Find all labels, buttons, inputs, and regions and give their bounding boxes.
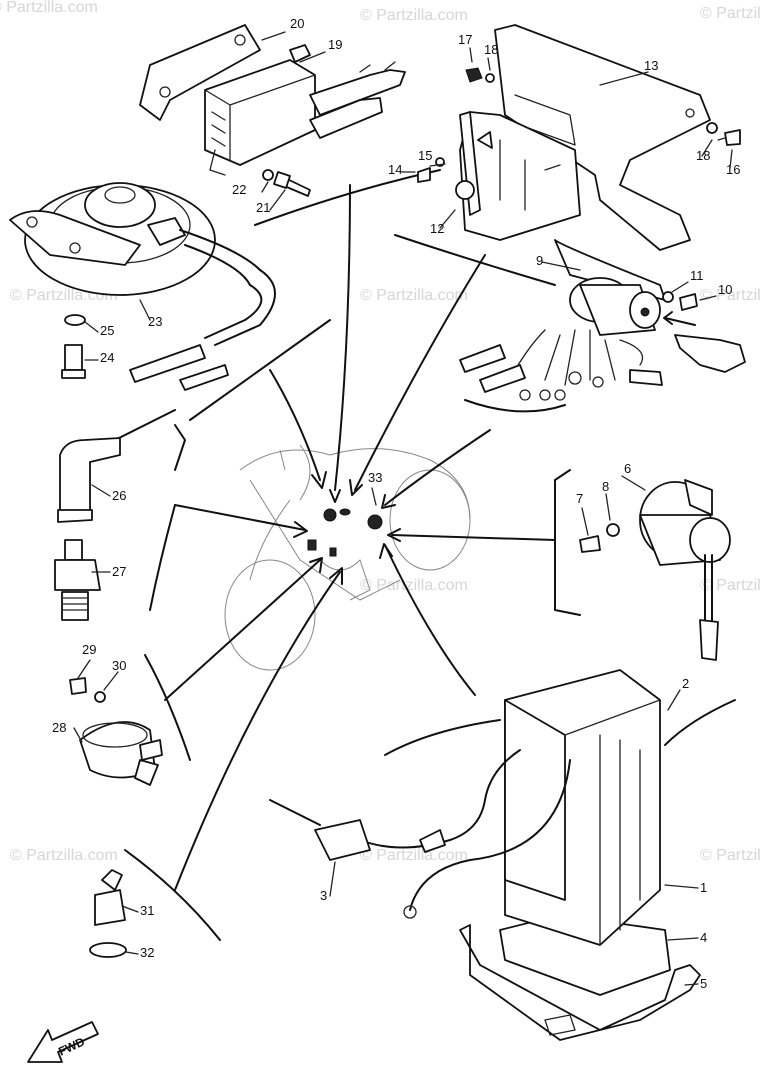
callout-19: 19: [328, 37, 342, 52]
callout-12: 12: [430, 221, 444, 236]
callout-7: 7: [576, 491, 583, 506]
neutral-switch-27: [54, 539, 101, 621]
callout-1: 1: [700, 880, 707, 895]
callout-22: 22: [232, 182, 246, 197]
flasher-relay-28: [79, 721, 163, 786]
battery-assembly: [269, 669, 736, 1041]
callout-27: 27: [112, 564, 126, 579]
watermark: © Partzilla.com: [0, 0, 98, 16]
washer-25: [64, 314, 86, 326]
watermark: © Partzilla.com: [10, 847, 118, 864]
relay-6: [639, 479, 731, 661]
callout-13: 13: [644, 58, 658, 73]
callout-16: 16: [726, 162, 740, 177]
callout-11: 11: [690, 268, 704, 283]
plug-cap-26: [57, 409, 176, 523]
washer-8: [606, 523, 620, 537]
coil-bolt-21: [273, 171, 311, 197]
callout-29: 29: [82, 642, 96, 657]
washer-18-top: [485, 73, 495, 83]
callout-28: 28: [52, 720, 66, 735]
callout-32: 32: [140, 945, 154, 960]
callout-26: 26: [112, 488, 126, 503]
callout-24: 24: [100, 350, 114, 365]
watermark: © Partzilla.com: [700, 5, 760, 22]
callout-9: 9: [536, 253, 543, 268]
bolt-16: [717, 129, 741, 146]
watermark: © Partzilla.com: [360, 577, 468, 594]
screw-29: [69, 677, 87, 695]
ignition-coil-assembly: [139, 24, 406, 176]
callout-6: 6: [624, 461, 631, 476]
leader-lines: [164, 184, 556, 891]
callout-14: 14: [388, 162, 402, 177]
washer-30: [94, 691, 106, 703]
callout-33: 33: [368, 470, 382, 485]
callout-8: 8: [602, 479, 609, 494]
nut-17: [465, 67, 483, 83]
callout-31: 31: [140, 903, 154, 918]
screw-14: [417, 167, 431, 183]
watermark: © Partzilla.com: [360, 287, 468, 304]
watermark: © Partzilla.com: [700, 287, 760, 304]
washer-11: [662, 291, 674, 303]
watermark: © Partzilla.com: [360, 7, 468, 24]
switch-31: [94, 869, 126, 926]
callout-17: 17: [458, 32, 472, 47]
washer-22: [262, 169, 274, 181]
callout-18-right: 18: [696, 148, 710, 163]
callout-2: 2: [682, 676, 689, 691]
bracket-assembly-13: [455, 24, 711, 251]
forward-direction-indicator: FWD: [27, 1021, 99, 1063]
main-switch-9: [459, 239, 746, 401]
callout-23: 23: [148, 314, 162, 329]
screw-10: [679, 293, 698, 311]
callout-10: 10: [718, 282, 732, 297]
watermark: © Partzilla.com: [700, 577, 760, 594]
horn-23: [9, 182, 276, 391]
callout-15: 15: [418, 148, 432, 163]
screw-10-arrow: [663, 311, 696, 326]
watermark-layer: © Partzilla.com © Partzilla.com © Partzi…: [0, 0, 760, 864]
callout-3: 3: [320, 888, 327, 903]
bolt-24: [61, 344, 86, 379]
callout-20: 20: [290, 16, 304, 31]
watermark: © Partzilla.com: [700, 847, 760, 864]
callout-5: 5: [700, 976, 707, 991]
washer-18-right: [706, 122, 718, 134]
watermark: © Partzilla.com: [360, 847, 468, 864]
screw-7: [579, 535, 601, 553]
callout-25: 25: [100, 323, 114, 338]
callout-21: 21: [256, 200, 270, 215]
callout-30: 30: [112, 658, 126, 673]
callout-4: 4: [700, 930, 707, 945]
washer-32: [89, 942, 127, 958]
callout-labels: 1 2 3 4 5 6 7 8 9 10 11 12 13 14 15 16 1…: [52, 16, 740, 991]
callout-18-top: 18: [484, 42, 498, 57]
